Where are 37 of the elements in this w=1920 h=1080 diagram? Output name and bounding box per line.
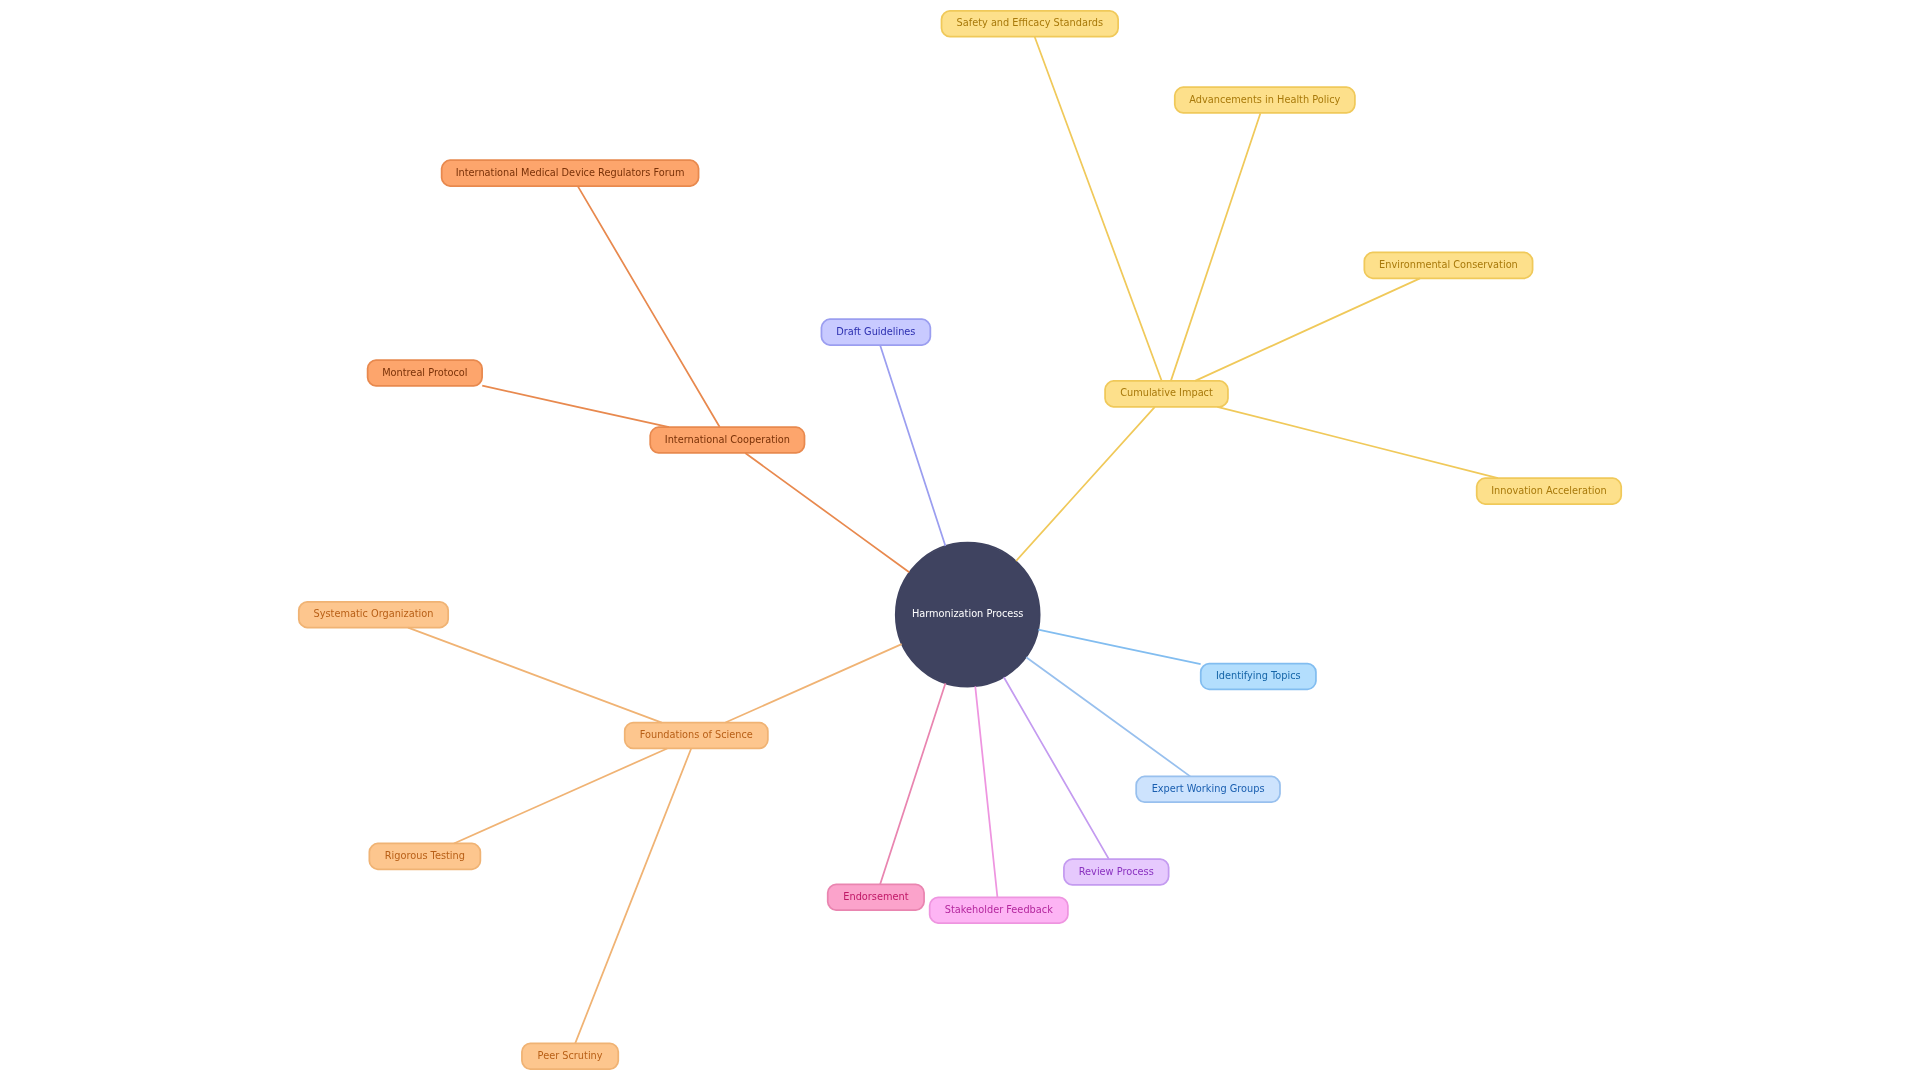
connector — [1033, 35, 1163, 382]
connector — [1037, 628, 1202, 666]
node-box: Stakeholder Feedback — [928, 896, 1069, 924]
node-circle: Harmonization Process — [894, 541, 1041, 688]
node-box: Draft Guidelines — [820, 318, 932, 346]
node-box: Expert Working Groups — [1135, 775, 1281, 804]
node-box: Foundations of Science — [623, 721, 769, 750]
node-box: Safety and Efficacy Standards — [940, 9, 1119, 38]
node-box: Systematic Organization — [297, 600, 450, 629]
connector — [744, 452, 911, 574]
node-box: Peer Scrutiny — [521, 1042, 620, 1071]
connector — [879, 682, 947, 886]
connector — [1216, 405, 1499, 480]
connector — [453, 747, 669, 845]
node-box: Advancements in Health Policy — [1173, 86, 1356, 114]
node-box: Montreal Protocol — [366, 359, 483, 387]
node-box: International Cooperation — [649, 426, 806, 454]
node-box: Environmental Conservation — [1363, 251, 1534, 280]
connector — [1015, 405, 1156, 562]
connector — [1025, 656, 1192, 778]
connector — [576, 185, 721, 428]
node-box: Review Process — [1063, 858, 1170, 886]
connector — [879, 344, 947, 547]
node-box: Identifying Topics — [1199, 662, 1317, 691]
connector — [1170, 112, 1262, 382]
node-box: Endorsement — [826, 883, 925, 912]
node-box: Rigorous Testing — [368, 842, 482, 871]
connector — [724, 643, 903, 724]
connector — [407, 626, 663, 724]
node-box: Cumulative Impact — [1104, 380, 1229, 408]
node-box: International Medical Device Regulators Forum — [440, 159, 700, 187]
node-box: Innovation Acceleration — [1475, 477, 1623, 505]
connector — [574, 747, 693, 1045]
connector — [481, 384, 670, 428]
connector — [1194, 277, 1421, 382]
connector — [1003, 676, 1110, 860]
connector — [974, 685, 999, 898]
